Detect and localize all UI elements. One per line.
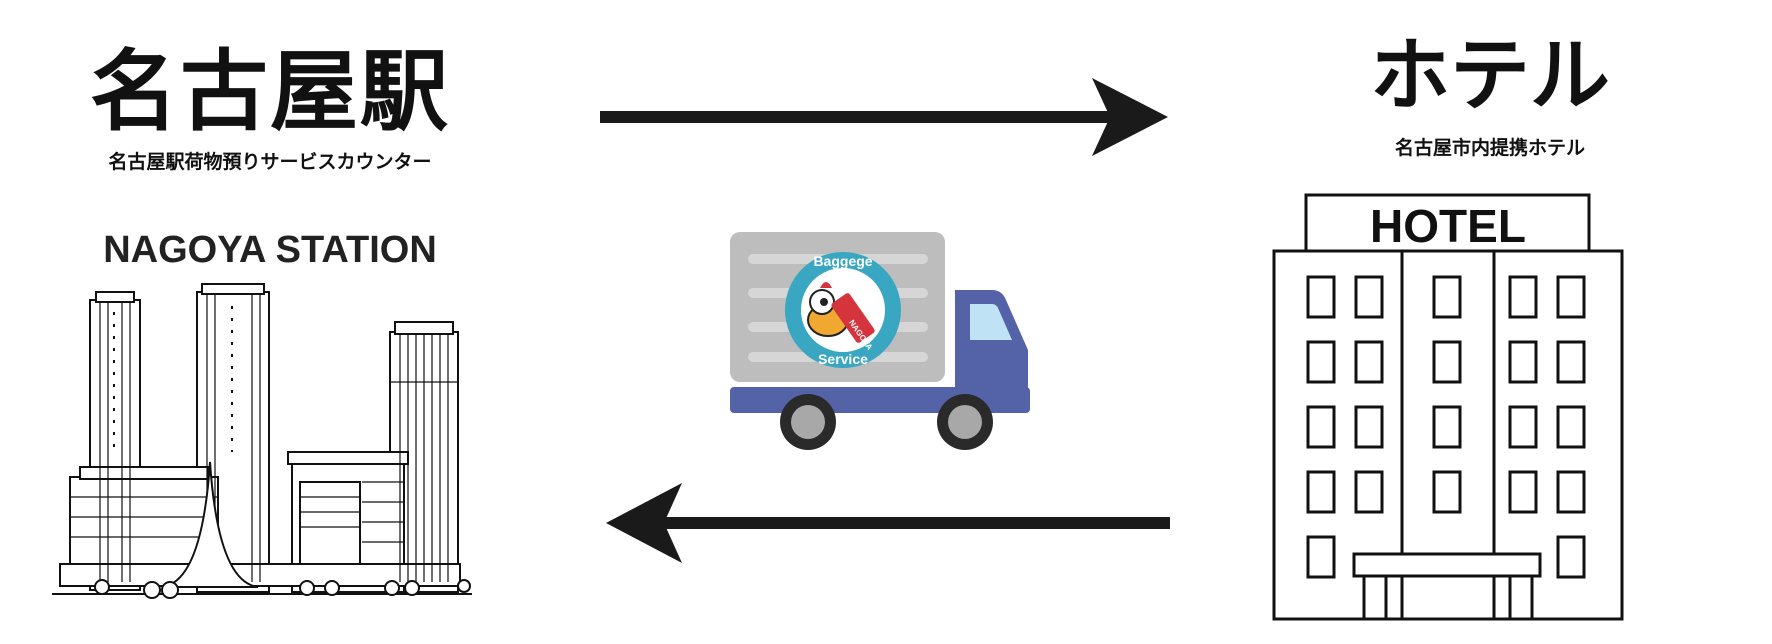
truck-window: [970, 304, 1012, 340]
destination-title: ホテル: [1370, 29, 1610, 122]
origin-subtitle: 名古屋駅荷物預りサービスカウンター: [108, 151, 432, 173]
badge-bottom-text: Service: [818, 351, 868, 367]
truck-wheel: [937, 394, 993, 450]
hotel-sign-text: HOTEL: [1370, 200, 1526, 252]
baggage-service-badge: NAGOYA Baggege Service: [785, 252, 901, 368]
left-arrow-icon: [606, 483, 1170, 563]
truck-icon: NAGOYA Baggege Service: [730, 232, 1030, 450]
hotel-building-icon: HOTEL: [1272, 193, 1624, 621]
station-buildings-icon: [52, 283, 472, 599]
origin-title: 名古屋駅: [89, 40, 450, 143]
suitcase-icon: [831, 293, 875, 343]
badge-top-text: Baggege: [813, 253, 872, 269]
right-arrow-icon: [600, 78, 1168, 156]
destination-subtitle: 名古屋市内提携ホテル: [1394, 137, 1585, 159]
truck-wheel: [780, 394, 836, 450]
station-illustration-label: NAGOYA STATION: [103, 229, 437, 271]
